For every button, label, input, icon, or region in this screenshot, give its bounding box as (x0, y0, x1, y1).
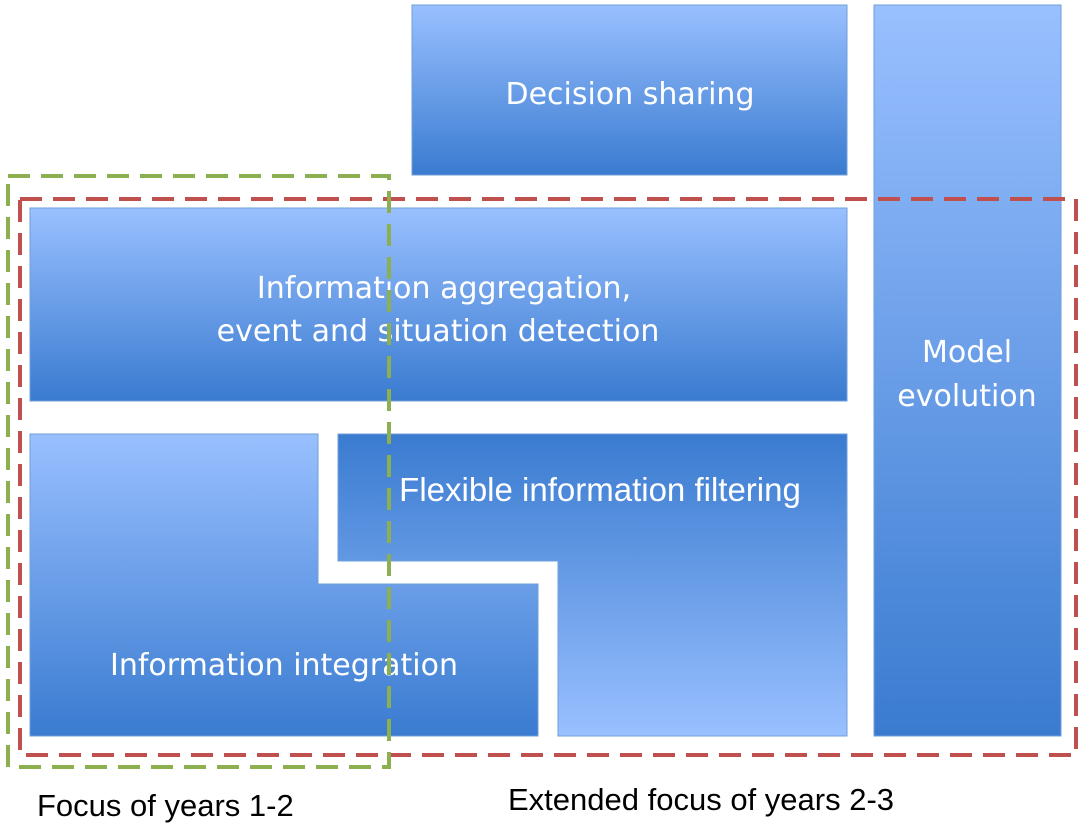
aggregation-label-line2: event and situation detection (217, 314, 660, 349)
aggregation-block (29, 207, 848, 402)
extended-focus-region (18, 197, 1078, 757)
filtering-label: Flexible information filtering (399, 471, 801, 508)
focus-years-1-2-caption: Focus of years 1-2 (37, 788, 294, 823)
focus-years-1-2-region (6, 174, 391, 769)
extended-focus-caption: Extended focus of years 2-3 (508, 782, 895, 817)
model-evolution-block (873, 4, 1062, 737)
filtering-block (337, 433, 848, 737)
aggregation-label-line1: Information aggregation, (257, 271, 631, 306)
model-label-line1: Model (922, 335, 1012, 370)
integration-label: Information integration (110, 648, 458, 683)
decision-sharing-block (411, 4, 848, 176)
integration-block (29, 433, 539, 737)
model-label-line2: evolution (897, 379, 1036, 414)
decision-sharing-label: Decision sharing (505, 77, 754, 112)
